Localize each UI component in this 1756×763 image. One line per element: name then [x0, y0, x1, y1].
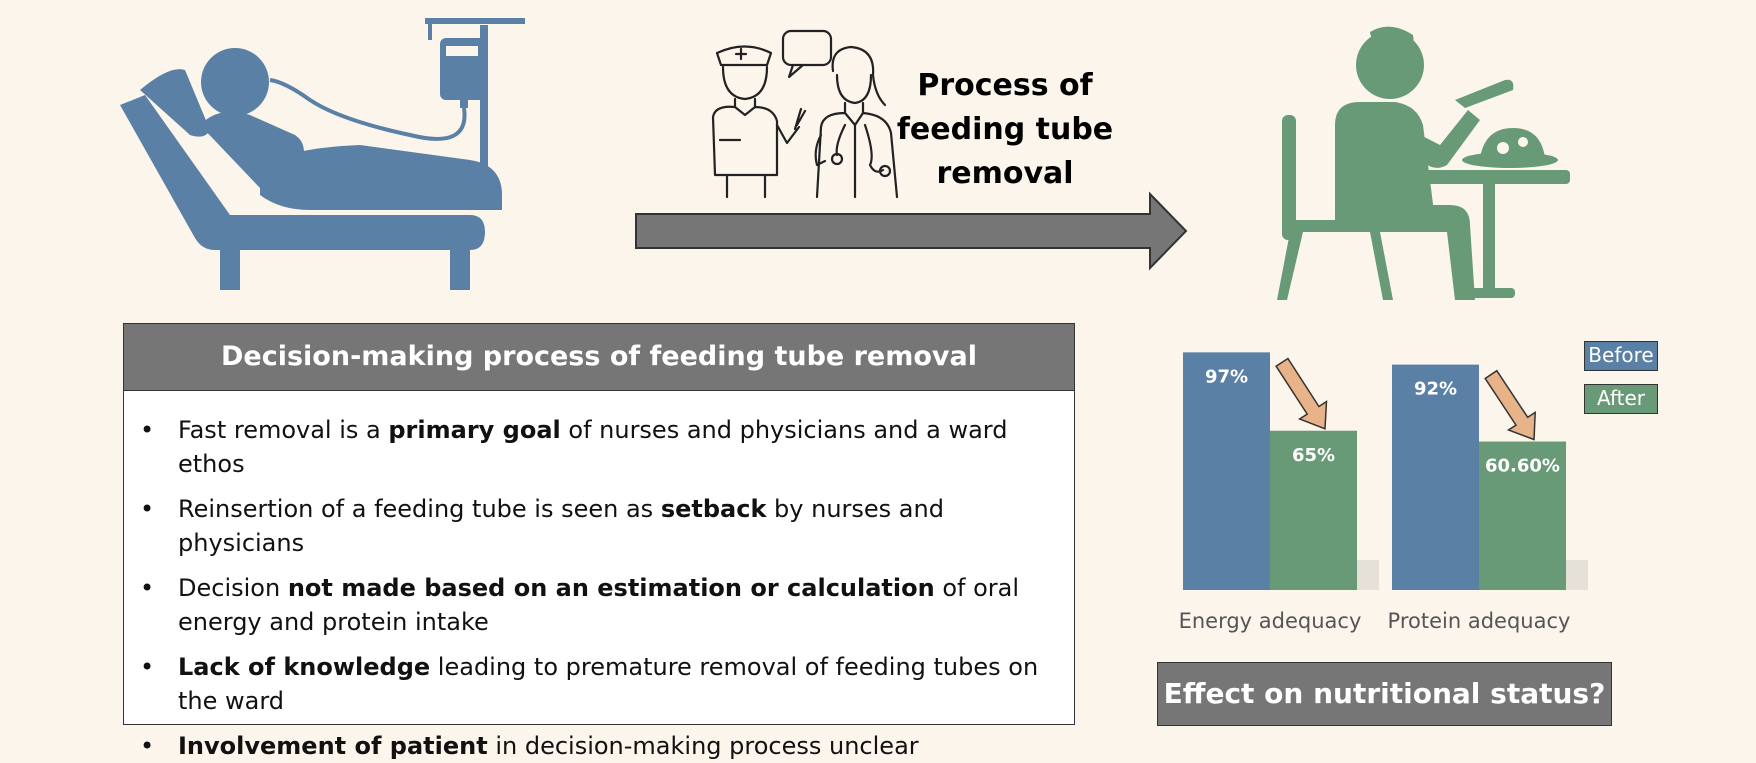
patient-in-bed-icon — [120, 18, 525, 290]
category-label-0: Energy adequacy — [1179, 609, 1362, 633]
bar-shadow — [1353, 560, 1379, 590]
list-item: •Fast removal is a primary goal of nurse… — [124, 413, 1054, 481]
bullet-icon: • — [140, 416, 155, 444]
legend-before: Before — [1584, 341, 1658, 371]
decision-making-box: Decision-making process of feeding tube … — [123, 323, 1075, 760]
bullet-icon: • — [140, 653, 155, 681]
nurse-and-physician-icon — [711, 29, 899, 199]
list-item: •Lack of knowledge leading to premature … — [124, 650, 1054, 718]
bar-after-1 — [1479, 441, 1566, 590]
bar-shadow — [1562, 560, 1588, 590]
decision-list: •Fast removal is a primary goal of nurse… — [124, 391, 1074, 763]
effect-question-box: Effect on nutritional status? — [1157, 662, 1612, 726]
bar-after-0 — [1270, 430, 1357, 590]
list-item: •Decision not made based on an estimatio… — [124, 571, 1054, 639]
category-label-1: Protein adequacy — [1388, 609, 1571, 633]
process-arrow-icon — [635, 191, 1188, 271]
bullet-icon: • — [140, 495, 155, 523]
bar-label-after-1: 60.60% — [1485, 456, 1560, 477]
person-eating-icon — [1277, 26, 1570, 300]
bar-before-0 — [1183, 352, 1270, 590]
list-item: •Reinsertion of a feeding tube is seen a… — [124, 492, 1054, 560]
bullet-icon: • — [140, 574, 155, 602]
process-label-line3: removal — [936, 156, 1074, 191]
bar-label-after-0: 65% — [1292, 445, 1335, 466]
bar-label-before-0: 97% — [1205, 366, 1248, 387]
nutrition-bar-chart: 97% 65% Energy adequacy 92% 60.60% Protein ad… — [1179, 352, 1588, 633]
bar-before-1 — [1392, 364, 1479, 590]
legend-after: After — [1584, 384, 1658, 414]
bullet-icon: • — [140, 732, 155, 760]
decision-box-title: Decision-making process of feeding tube … — [124, 324, 1074, 391]
process-label-line2: feeding tube — [896, 112, 1114, 147]
decline-arrow-icon — [1484, 369, 1537, 441]
process-label: Process of feeding tube removal — [895, 64, 1115, 196]
bar-label-before-1: 92% — [1414, 379, 1457, 400]
process-label-line1: Process of — [917, 68, 1093, 103]
decline-arrow-icon — [1275, 357, 1328, 430]
list-item: •Involvement of patient in decision-maki… — [124, 729, 1054, 763]
